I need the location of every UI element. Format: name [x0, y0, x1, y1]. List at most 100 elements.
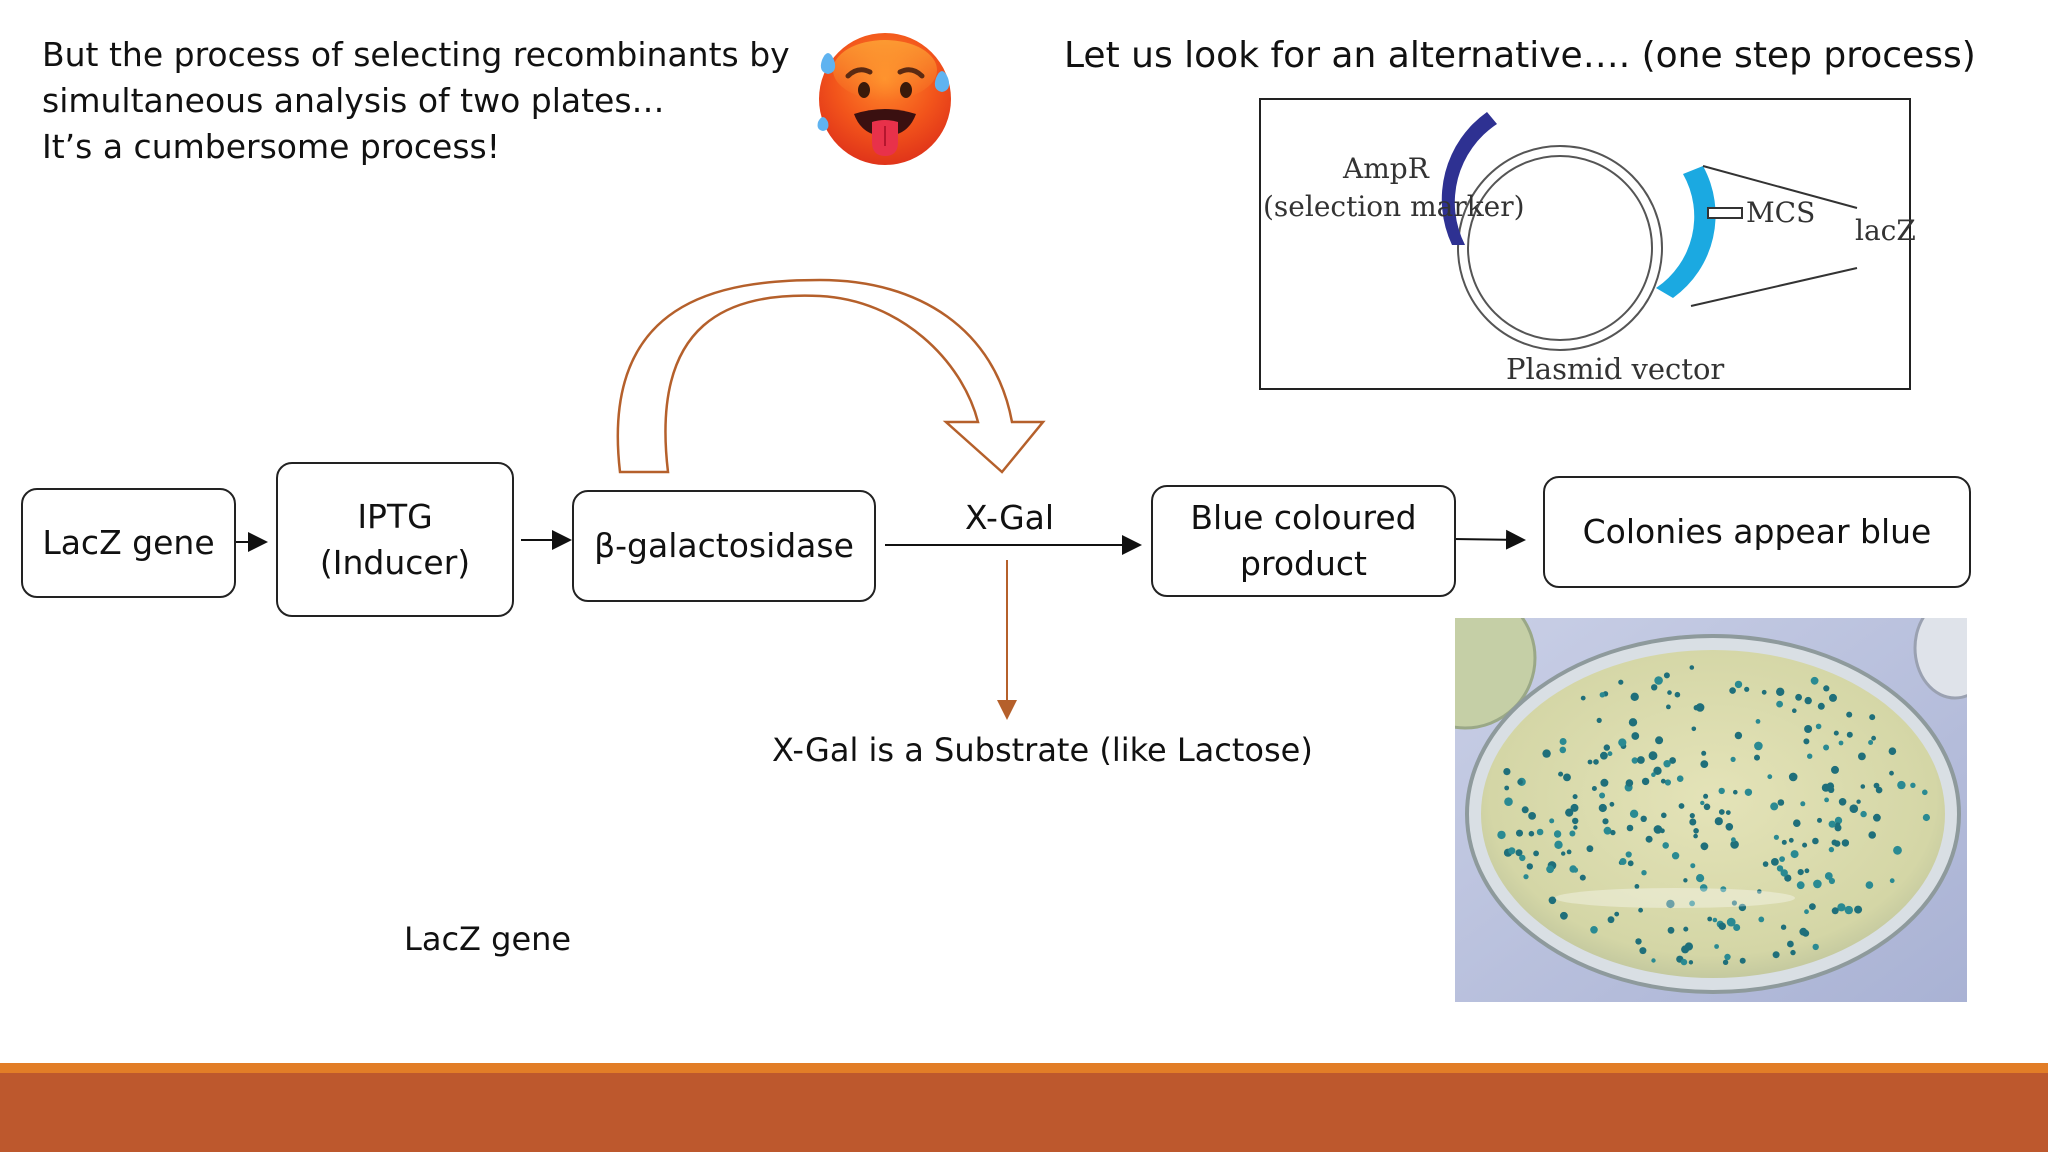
- iptg-box: IPTG (Inducer): [276, 462, 514, 617]
- colony-dot: [1922, 813, 1930, 822]
- colony-dot: [1639, 947, 1647, 955]
- colony-dot: [1508, 847, 1516, 855]
- colony-dot: [1654, 676, 1663, 685]
- colony-dot: [1762, 861, 1769, 867]
- colony-dot: [1824, 872, 1833, 880]
- colonies-blue-text: Colonies appear blue: [1582, 512, 1932, 551]
- colony-dot: [1714, 817, 1723, 826]
- colony-dot: [1618, 738, 1627, 747]
- colony-dot: [1517, 779, 1523, 785]
- colony-dot: [1739, 957, 1746, 964]
- colony-dot: [1784, 874, 1792, 882]
- colony-dot: [1660, 778, 1666, 784]
- colony-dot: [1563, 773, 1571, 782]
- colony-dot: [1651, 772, 1656, 777]
- colony-dot: [1546, 865, 1554, 874]
- colony-dot: [1849, 804, 1859, 813]
- colony-dot: [1824, 797, 1829, 803]
- colony-dot: [1725, 810, 1731, 815]
- colony-dot: [1790, 949, 1796, 956]
- colony-dot: [1631, 732, 1640, 740]
- colony-dot: [1565, 808, 1574, 817]
- colony-dot: [1548, 896, 1557, 905]
- colony-dot: [1724, 953, 1731, 961]
- colony-dot: [1807, 753, 1813, 759]
- colony-dot: [1729, 687, 1736, 694]
- colony-dot: [1868, 740, 1874, 745]
- colony-dot: [1846, 711, 1853, 718]
- substrate-note: X-Gal is a Substrate (like Lactose): [772, 731, 1313, 769]
- selection-marker-label: (selection marker): [1263, 190, 1525, 223]
- colony-dot: [1758, 916, 1765, 923]
- colony-dot: [1667, 690, 1672, 695]
- colony-dot: [1731, 900, 1737, 906]
- colony-dot: [1663, 672, 1670, 679]
- colony-dot: [1772, 951, 1780, 959]
- colony-dot: [1788, 772, 1798, 782]
- colony-dot: [1718, 809, 1725, 815]
- colony-dot: [1699, 884, 1708, 892]
- colony-dot: [1619, 858, 1627, 865]
- colony-dot: [1781, 839, 1787, 845]
- colony-dot: [1835, 822, 1841, 828]
- colony-dot: [1630, 692, 1639, 701]
- colony-dot: [1860, 810, 1867, 818]
- colony-dot: [1580, 695, 1586, 701]
- intro-line-2: simultaneous analysis of two plates…: [42, 81, 665, 120]
- colony-dot: [1738, 903, 1747, 912]
- colony-dot: [1590, 926, 1598, 934]
- alternative-title: Let us look for an alternative…. (one st…: [1064, 35, 1976, 76]
- colony-dot: [1868, 831, 1876, 839]
- colony-dot: [1795, 693, 1802, 701]
- colony-dot: [1637, 756, 1645, 764]
- colony-dot: [1629, 809, 1639, 818]
- colony-dot: [1804, 909, 1809, 915]
- colony-dot: [1910, 782, 1916, 788]
- colony-dot: [1731, 837, 1736, 843]
- colony-dot: [1519, 854, 1526, 862]
- colony-dot: [1893, 845, 1902, 855]
- blue-product-text-1: Blue coloured: [1190, 498, 1417, 537]
- colony-dot: [1718, 787, 1725, 795]
- colony-dot: [1700, 842, 1709, 851]
- iptg-text: IPTG: [357, 496, 433, 536]
- colony-dot: [1812, 837, 1819, 845]
- colony-dot: [1602, 818, 1609, 825]
- colony-dot: [1683, 926, 1689, 932]
- colony-dot: [1780, 869, 1788, 877]
- intro-line-3: It’s a cumbersome process!: [42, 127, 500, 166]
- colony-dot: [1587, 759, 1593, 765]
- plasmid-vector-label: Plasmid vector: [1506, 352, 1725, 386]
- colony-dot: [1599, 792, 1606, 799]
- colony-dot: [1638, 907, 1643, 913]
- colony-dot: [1528, 812, 1536, 820]
- colony-dot: [1573, 825, 1578, 830]
- colony-dot: [1671, 852, 1680, 860]
- colony-dot: [1854, 905, 1863, 914]
- colony-dot: [1838, 740, 1844, 746]
- colony-dot: [1645, 835, 1653, 843]
- colony-dot: [1797, 869, 1804, 876]
- colony-dot: [1828, 820, 1836, 828]
- colony-dot: [1572, 817, 1579, 825]
- beta-galactosidase-text: β-galactosidase: [594, 526, 854, 565]
- colony-dot: [1838, 798, 1847, 806]
- colony-dot: [1726, 917, 1736, 927]
- footer-bar: [0, 1073, 2048, 1152]
- colony-dot: [1536, 828, 1544, 836]
- colony-dot: [1865, 881, 1874, 889]
- colony-dot: [1889, 770, 1894, 776]
- colony-dot: [1680, 958, 1688, 966]
- colony-dot: [1689, 665, 1695, 670]
- mcs-marker: [1707, 207, 1743, 219]
- colony-dot: [1817, 702, 1825, 710]
- colony-dot: [1889, 878, 1895, 884]
- colony-dot: [1834, 816, 1843, 825]
- plasmid-diagram: AmpR (selection marker) MCS lacZ Plasmid…: [1259, 98, 1916, 390]
- intro-line-1: But the process of selecting recombinant…: [42, 35, 790, 74]
- colony-dot: [1631, 757, 1638, 764]
- colony-dot: [1667, 926, 1675, 934]
- colony-dot: [1875, 786, 1883, 794]
- colony-dot: [1607, 916, 1615, 924]
- colony-dot: [1860, 784, 1866, 789]
